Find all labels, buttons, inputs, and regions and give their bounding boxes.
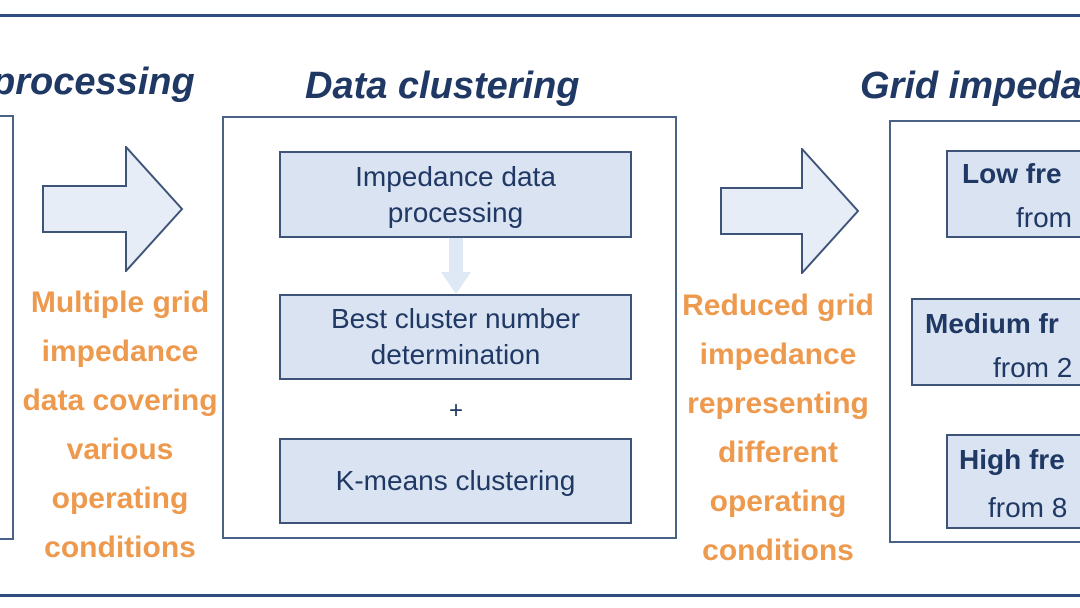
output-data-caption: Reduced grid impedance representing diff… — [668, 281, 888, 575]
step-best-cluster-number: Best cluster number determination — [279, 294, 632, 380]
caption-line: Multiple grid — [30, 286, 210, 319]
caption-line: conditions — [44, 531, 196, 564]
range-title: Medium fr — [925, 308, 1059, 339]
right-arrow-icon — [720, 148, 860, 274]
low-frequency-box: Low fre from — [946, 150, 1080, 238]
step-label-line: determination — [370, 339, 541, 370]
caption-line: operating — [709, 485, 847, 518]
caption-line: Reduced grid — [682, 289, 874, 322]
top-border-line — [0, 14, 1080, 17]
caption-line: different — [718, 436, 838, 469]
heading-data-clustering: Data clustering — [305, 65, 580, 107]
caption-line: representing — [687, 387, 869, 420]
medium-frequency-box: Medium fr from 2 — [911, 298, 1080, 386]
range-title: High fre — [959, 444, 1065, 475]
step-label-line: K-means clustering — [335, 465, 576, 497]
step-label-line: Impedance data — [355, 160, 556, 192]
step-impedance-data-processing: Impedance data processing — [279, 151, 632, 238]
range-subtitle: from — [1016, 202, 1072, 233]
caption-line: data covering — [22, 384, 218, 417]
step-label-line: processing — [387, 196, 524, 228]
input-data-caption: Multiple grid impedance data covering va… — [10, 278, 230, 572]
step-k-means-clustering: K-means clustering — [279, 438, 632, 524]
range-subtitle: from 2 — [993, 352, 1073, 383]
range-title: Low fre — [962, 158, 1062, 189]
step-label-line: Best cluster number — [331, 303, 580, 335]
high-frequency-box: High fre from 8 — [946, 434, 1080, 529]
preprocessing-panel — [0, 115, 14, 540]
heading-grid-impedance: Grid impeda — [860, 65, 1080, 107]
caption-line: operating — [51, 482, 189, 515]
bottom-border-line — [0, 594, 1080, 597]
heading-preprocessing: processing — [0, 61, 195, 103]
down-arrow-icon — [441, 238, 471, 294]
caption-line: impedance — [41, 335, 199, 368]
caption-line: various — [66, 433, 174, 466]
caption-line: conditions — [702, 534, 854, 567]
plus-sign: + — [448, 397, 463, 424]
range-subtitle: from 8 — [988, 492, 1068, 523]
caption-line: impedance — [699, 338, 857, 371]
right-arrow-icon — [42, 146, 184, 272]
